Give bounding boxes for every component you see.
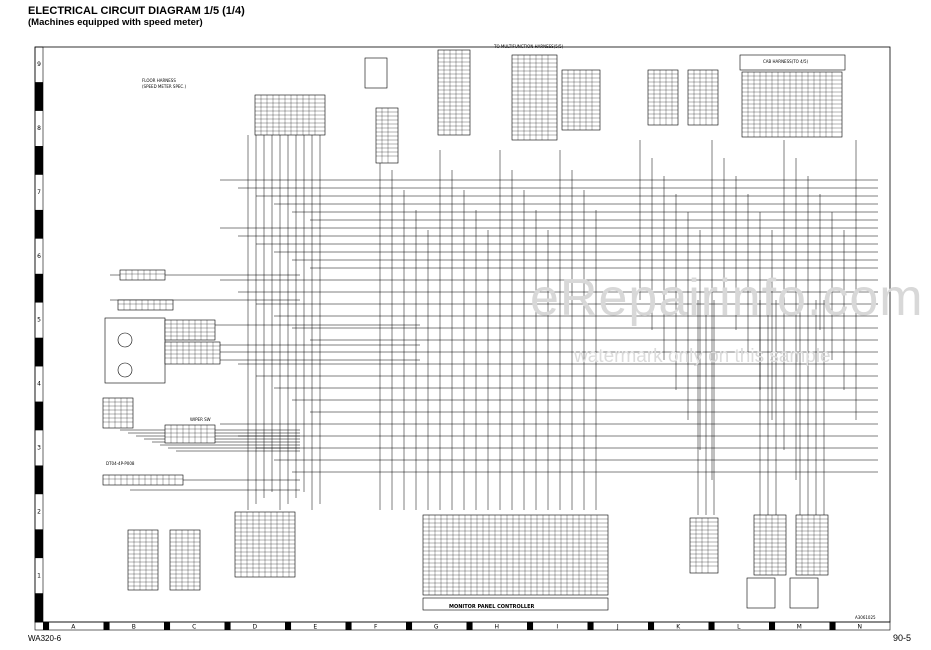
wiper-sw-label: WIPER SW: [190, 417, 211, 422]
column-label: N: [858, 624, 863, 631]
wiper-switch: [102, 397, 134, 429]
row-label: 1: [37, 572, 41, 579]
bottom-left-connector-1: [127, 529, 159, 591]
cn-l12-connector-2: [117, 299, 174, 311]
page-number: 90-5: [893, 633, 912, 643]
row-label: 9: [37, 61, 41, 68]
column-label: F: [374, 624, 378, 631]
dt04-connector: [102, 474, 184, 486]
row-label: 7: [37, 189, 41, 196]
dt04-label: DT04-4P-P008: [106, 461, 135, 466]
diagram-title: ELECTRICAL CIRCUIT DIAGRAM 1/5 (1/4): [28, 5, 245, 17]
watermark-main: eRepairinfo.com: [530, 269, 924, 327]
row-label: 5: [37, 317, 41, 324]
cab-connector-l18: [753, 514, 787, 576]
cn-l13-connector: [164, 319, 216, 341]
floor-harness-label: FLOOR HARNESS: [142, 78, 176, 83]
cab-harness-connector: [741, 71, 843, 138]
floor-harness-connector: [254, 94, 326, 136]
wiper-sw-connector: [164, 424, 216, 444]
row-label: 3: [37, 445, 41, 452]
column-label: A: [71, 624, 76, 631]
monitor-panel-connectors: [422, 514, 609, 596]
cab-connector-l19: [795, 514, 829, 576]
horn-symbol: [117, 332, 133, 348]
column-label: D: [252, 624, 257, 631]
cab-harness-label: CAB HARNESS(TO 4/5): [763, 59, 809, 64]
light-module: [104, 317, 166, 384]
cn-l51-connector: [689, 517, 719, 574]
column-label: L: [737, 624, 741, 631]
row-ruler: 9 8 7 6 5 4 3 2 1: [34, 46, 44, 623]
multifunction-relay-block: [561, 69, 601, 131]
diagram-subtitle: (Machines equipped with speed meter): [28, 17, 203, 28]
monitor-panel-controller-label: MONITOR PANEL CONTROLLER: [449, 604, 535, 610]
column-label: H: [494, 624, 499, 631]
multifunction-connector: [511, 54, 558, 141]
floor-connector-bottom: [234, 511, 296, 578]
components: [102, 49, 846, 611]
row-label: 2: [37, 508, 41, 515]
column-label: I: [556, 624, 558, 631]
column-label: E: [313, 624, 317, 631]
relay-1: [746, 577, 776, 609]
cn-l14-connector: [164, 341, 221, 365]
monitor-panel-controller: [422, 597, 609, 611]
column-label: M: [797, 624, 802, 631]
model-number: WA320-6: [28, 634, 62, 643]
column-label: K: [676, 624, 681, 631]
row-label: 6: [37, 253, 41, 260]
relay-2: [789, 577, 819, 609]
multifunction-switch: [437, 49, 471, 136]
multifunction-harness-label: TO MULTIFUNCTION HARNESS(5/5): [493, 44, 564, 49]
row-label: 8: [37, 125, 41, 132]
column-label: G: [434, 624, 439, 631]
watermark-sub: watermark only on this sample: [574, 346, 831, 367]
column-label: C: [192, 624, 196, 631]
speed-meter-spec-label: (SPEED METER SPEC.): [142, 84, 186, 89]
cab-harness-header: [739, 54, 846, 71]
column-label: B: [132, 624, 136, 631]
column-ruler: A B C D E F G H I J K L M N: [34, 621, 891, 631]
bottom-left-connector-2: [169, 529, 201, 591]
vertical-connector-1: [375, 107, 399, 164]
column-label: J: [616, 624, 619, 631]
distribution-connector-2: [687, 69, 719, 126]
horn-symbol: [117, 362, 133, 378]
distribution-connector-1: [647, 69, 679, 126]
row-label: 4: [37, 381, 41, 388]
top-relay: [364, 57, 388, 89]
drawing-number-label: A3061025: [855, 615, 876, 620]
cn-l12-connector: [119, 269, 166, 281]
